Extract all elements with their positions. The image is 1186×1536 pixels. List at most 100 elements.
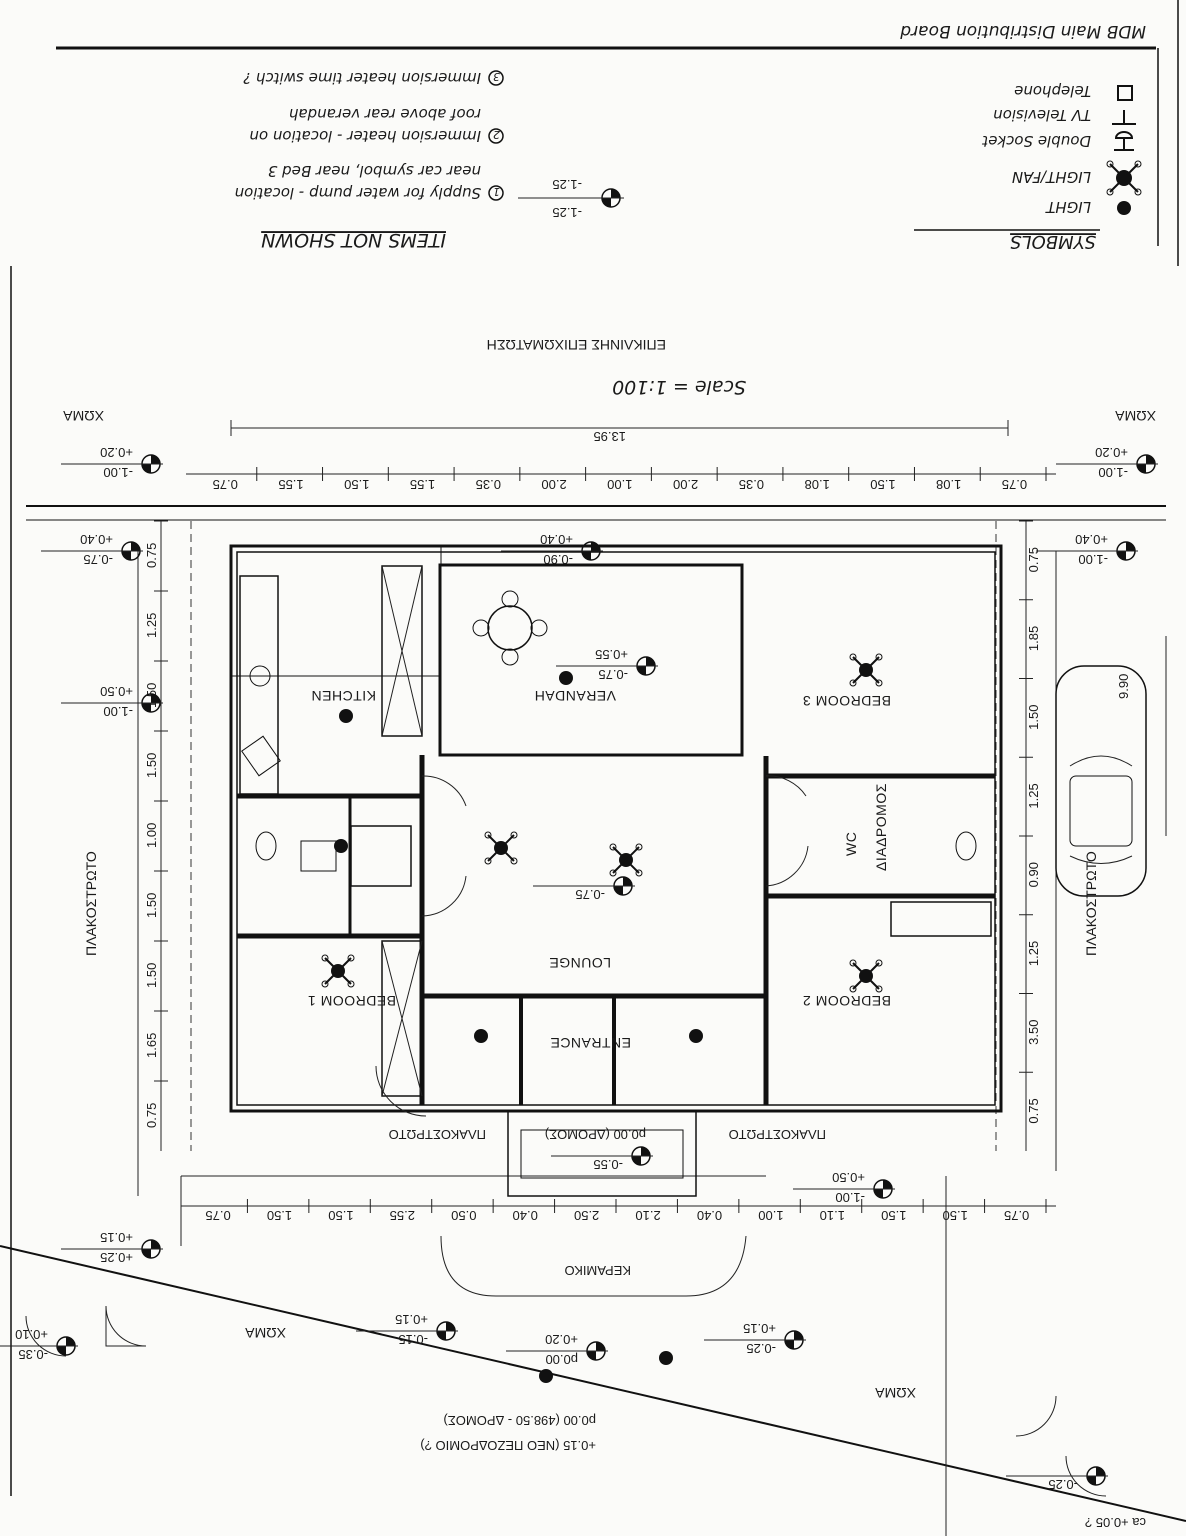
- dimension-label: 0.75: [205, 1208, 230, 1223]
- dimension-label: 1.25: [1026, 941, 1041, 966]
- dimension-label: 3.50: [1026, 1020, 1041, 1045]
- left-dimension-labels: 0.751.851.501.250.901.253.500.75: [1019, 520, 1041, 1124]
- level-lower: +0.40: [80, 532, 113, 547]
- room-bedroom-3: BEDROOM 3: [802, 693, 891, 709]
- level-lower: +0.50: [100, 684, 133, 699]
- level-lower: +0.40: [1075, 532, 1108, 547]
- dimension-label: 1.08: [936, 477, 961, 492]
- room-bedroom-1: BEDROOM 1: [307, 993, 396, 1009]
- dimension-label: 2.50: [574, 1208, 599, 1223]
- level-marker: -1.00 +0.20: [61, 445, 163, 480]
- dimension-label: 0.40: [697, 1208, 722, 1223]
- level-lower: +0.40: [540, 532, 573, 547]
- dimension-label: 1.50: [1026, 705, 1041, 730]
- dimension-label: 1.08: [804, 477, 829, 492]
- level-lower: +0.10: [15, 1327, 48, 1342]
- room-bedroom-2: BEDROOM 2: [802, 993, 891, 1009]
- light-icon: [474, 1029, 488, 1043]
- room-corridor: ΔΙΑΔΡΟΜΟΣ: [873, 783, 889, 871]
- item-line: Immersion heater time switch ?: [243, 69, 481, 87]
- room-lounge: LOUNGE: [549, 955, 611, 971]
- level-marker: -0.55: [551, 1146, 653, 1172]
- dimension-label: 1.50: [144, 753, 159, 778]
- level-marker: -1.00 +0.40: [1036, 532, 1138, 567]
- level-upper: -1.00: [1078, 552, 1108, 567]
- level-lower: +0.50: [832, 1170, 865, 1185]
- dimension-chain-left: [995, 521, 1057, 1171]
- paving-side-label: ΠΛΑΚΟΣΤΡΩΤΟ: [1083, 851, 1099, 956]
- car-length: 9.90: [1116, 674, 1131, 699]
- level-lower: +0.20: [100, 445, 133, 460]
- dimension-label: 0.35: [739, 477, 764, 492]
- level-marker: +0.25 +0.15: [61, 1230, 163, 1265]
- dimension-label: 0.75: [144, 1103, 159, 1128]
- level-upper: -0.15: [398, 1332, 428, 1347]
- paving-side-label: ΠΛΑΚΟΣΤΡΩΤΟ: [83, 851, 99, 956]
- level-lower: -1.25: [552, 177, 582, 192]
- level-upper: -0.25: [1048, 1477, 1078, 1492]
- right-dimension-labels: 0.751.251.501.501.001.501.501.650.75: [144, 520, 168, 1128]
- level-lower: +0.15: [100, 1230, 133, 1245]
- road-level: p0.00 (ΔΡΟΜΟΣ): [545, 1127, 646, 1142]
- ground-label: ΧΩΜΑ: [875, 1385, 916, 1401]
- light-icon: [1117, 201, 1131, 215]
- dimension-label: 1.50: [144, 893, 159, 918]
- symbol-label-telephone: Telephone: [1014, 82, 1091, 100]
- dimension-label: 1.10: [820, 1208, 845, 1223]
- dimension-label: 2.00: [541, 477, 566, 492]
- dimension-label: 1.50: [344, 477, 369, 492]
- dimension-label: 0.75: [1002, 477, 1027, 492]
- ground-label: ΧΩΜΑ: [245, 1325, 286, 1341]
- level-marker: -0.35 +0.10: [0, 1327, 78, 1362]
- level-upper: -0.35: [18, 1347, 48, 1362]
- level-upper: -1.00: [103, 465, 133, 480]
- dimension-label: 0.75: [1026, 1098, 1041, 1123]
- level-upper: +0.25: [100, 1250, 133, 1265]
- light-icon: [659, 1351, 673, 1365]
- level-marker: -0.75: [533, 876, 635, 902]
- symbol-label-double-socket: Double Socket: [981, 132, 1091, 150]
- light-fan-icon: [849, 959, 883, 993]
- light-fan-icons: [321, 653, 883, 993]
- symbols-legend: SYMBOLS LIGHT LIGHT/FAN Double Socket: [914, 48, 1159, 252]
- ceramic-label: ΚΕΡΑΜΙΚΟ: [564, 1263, 631, 1278]
- dimension-label: 2.00: [673, 477, 698, 492]
- room-kitchen: KITCHEN: [311, 688, 376, 704]
- paving-label: ΠΛΑΚΟΣΤΡΩΤΟ: [389, 1127, 486, 1142]
- light-icon: [334, 839, 348, 853]
- header-block: MDB Main Distribution Board SYMBOLS LIGH…: [56, 0, 1179, 266]
- road-note: p0.00 (498.50 - ΔΡΟΜΟΣ): [443, 1413, 596, 1428]
- electrical-lights: [334, 671, 703, 1383]
- item-line: near car symbol, near Bed 3: [268, 162, 481, 180]
- telephone-icon: [1117, 85, 1133, 101]
- double-socket-icon: [1114, 131, 1134, 151]
- sidewalk-note: +0.15 (ΝΕΟ ΠΕΖΟΔΡΟΜΙΟ ?): [420, 1438, 596, 1453]
- level-upper: -0.75: [598, 667, 628, 682]
- dimension-label: 1.25: [1026, 783, 1041, 808]
- dimension-label: 1.50: [870, 477, 895, 492]
- item-number-badge: [488, 185, 504, 201]
- item-number-badge: [488, 128, 504, 144]
- light-icon: [559, 671, 573, 685]
- dimension-label: 1.25: [144, 613, 159, 638]
- dimension-label: 1.85: [1026, 626, 1041, 651]
- overall-width: 13.95: [593, 429, 626, 444]
- level-upper: -0.90: [543, 552, 573, 567]
- light-icon: [539, 1369, 553, 1383]
- level-upper: -0.75: [575, 887, 605, 902]
- level-lower: +0.20: [1095, 445, 1128, 460]
- dimension-label: 0.40: [513, 1208, 538, 1223]
- dimension-label: 1.50: [328, 1208, 353, 1223]
- level-upper: -0.25: [746, 1341, 776, 1356]
- level-lower: +0.15: [395, 1312, 428, 1327]
- site-boundary: [0, 636, 1186, 1536]
- level-marker: -0.25: [1006, 1466, 1108, 1492]
- scale-label: Scale = 1:100: [612, 376, 746, 398]
- dimension-label: 1.00: [144, 823, 159, 848]
- ground-label: ΧΩΜΑ: [63, 408, 104, 424]
- level-lower: +0.20: [545, 1332, 578, 1347]
- dimension-label: 1.00: [758, 1208, 783, 1223]
- level-markers: -1.00 +0.20 -1.00 +0.20 -0.75 +0.40 -0.90 +0.40…: [0, 445, 1158, 1492]
